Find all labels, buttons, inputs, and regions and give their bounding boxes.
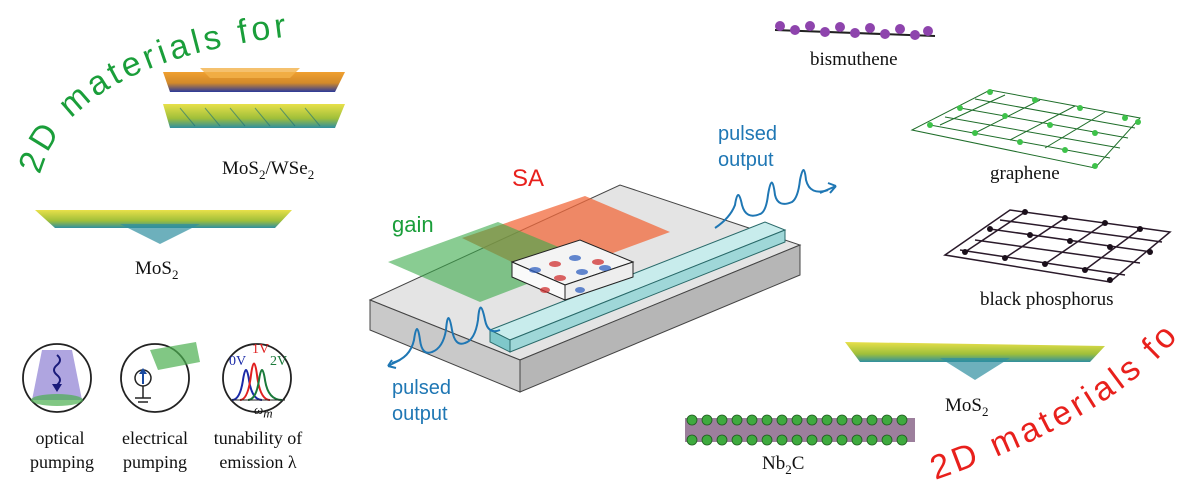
label-omega: ωm (254, 402, 273, 421)
cavity-resonator (510, 239, 635, 301)
label-mos2-gain: MoS2 (135, 258, 179, 282)
nb2c-structure (685, 414, 915, 446)
electrical-pumping-icon (120, 342, 200, 413)
black-phosphorus-structure (943, 209, 1172, 283)
label-pulsed-output-right-2: output (718, 149, 774, 171)
label-bismuthene: bismuthene (810, 49, 898, 70)
label-2v: 2V (270, 354, 288, 369)
label-pulsed-output-left-2: output (392, 403, 448, 425)
mos2-wse2-heterostructure (163, 68, 345, 128)
waveguide (488, 221, 787, 353)
label-gain: gain (392, 212, 434, 237)
label-pulsed-output-right-1: pulsed (718, 123, 777, 145)
label-nb2c: Nb2C (762, 453, 805, 477)
pulse-train-right (714, 169, 837, 229)
mos2-sa-layer (845, 342, 1105, 380)
tunability-icon (222, 343, 292, 413)
label-1v: 1V (252, 342, 270, 357)
graphene-structure (910, 89, 1141, 169)
label-0v: 0V (229, 354, 247, 369)
bismuthene-structure (774, 21, 936, 40)
label-pulsed-output-left-1: pulsed (392, 377, 451, 399)
label-mos2-wse2: MoS2/WSe2 (222, 158, 315, 182)
label-sa: SA (512, 165, 545, 192)
gain-sheet (388, 222, 590, 302)
optical-pumping-icon (22, 343, 92, 413)
pulse-train-left (387, 306, 501, 369)
mos2-gain-layer (35, 210, 292, 244)
label-mos2-sa: MoS2 (945, 395, 989, 419)
label-black-phosphorus: black phosphorus (980, 289, 1114, 310)
label-graphene: graphene (990, 163, 1060, 184)
